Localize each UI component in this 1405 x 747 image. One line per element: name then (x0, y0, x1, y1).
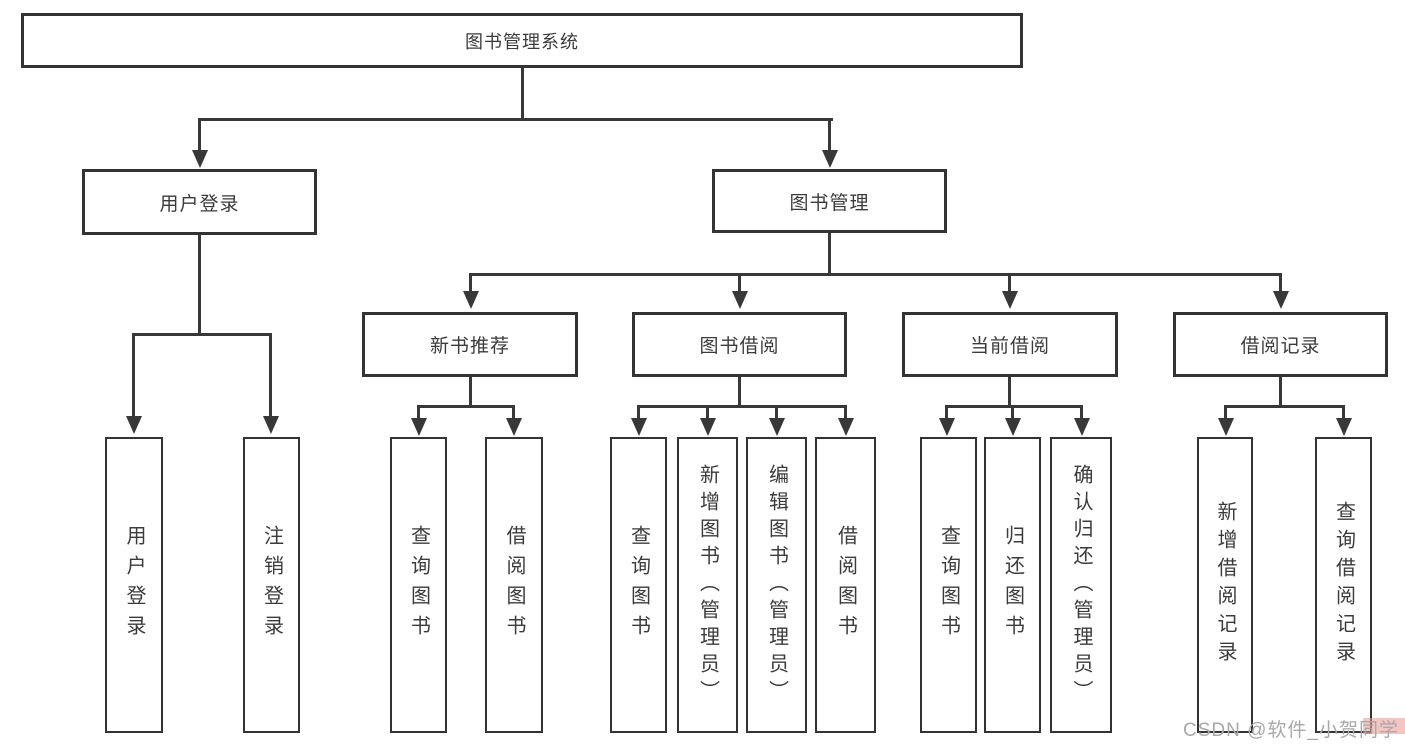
connector-bb-stem (738, 377, 741, 405)
leaf-logout: 注销登录 (243, 437, 300, 733)
node-current-borrowing: 当前借阅 (902, 312, 1118, 377)
arrow-down-icon (1074, 418, 1090, 436)
arrow-down-icon (838, 418, 854, 436)
node-library-management-system: 图书管理系统 (21, 13, 1023, 68)
connector-cb-leaf2 (1011, 408, 1014, 419)
leaf-br-add-record: 新增借阅记录 (1197, 437, 1253, 733)
connector-bb-leaf4 (844, 408, 847, 419)
arrow-down-icon (411, 418, 427, 436)
connector-book-mgmt-stem (828, 233, 831, 273)
arrow-down-icon (700, 418, 716, 436)
arrow-down-icon (126, 416, 142, 434)
arrow-down-icon (463, 291, 479, 309)
leaf-nb-borrow-books: 借阅图书 (485, 437, 543, 733)
arrow-down-icon (192, 150, 208, 168)
connector-nb-stem (469, 377, 472, 405)
connector-to-borrow-record (1279, 276, 1282, 292)
connector-bb-leaf1 (637, 408, 640, 419)
arrow-down-icon (732, 291, 748, 309)
leaf-bb-query-books: 查询图书 (610, 437, 667, 733)
connector-root-stem (521, 68, 524, 118)
connector-user-login-bus (132, 333, 272, 336)
connector-to-current-borrow (1008, 276, 1011, 292)
connector-br-bus (1224, 405, 1345, 408)
connector-nb-bus (417, 405, 515, 408)
arrow-down-icon (1273, 291, 1289, 309)
arrow-down-icon (1002, 291, 1018, 309)
leaf-br-query-record: 查询借阅记录 (1315, 437, 1372, 733)
leaf-bb-borrow-books: 借阅图书 (815, 437, 876, 733)
connector-level3-bus (469, 273, 1282, 276)
leaf-cb-confirm-return-admin: 确认归还（管理员） (1050, 437, 1112, 733)
node-book-borrowing: 图书借阅 (632, 312, 847, 377)
node-borrowing-records: 借阅记录 (1173, 312, 1388, 377)
connector-to-book-management (828, 121, 831, 151)
leaf-cb-query-books: 查询图书 (920, 437, 977, 733)
csdn-watermark: CSDN @软件_小贺同学 (1183, 720, 1399, 741)
connector-br-leaf2 (1342, 408, 1345, 419)
arrow-down-icon (1005, 418, 1021, 436)
connector-to-leaf-user-login (132, 336, 135, 416)
node-user-login: 用户登录 (82, 169, 317, 235)
arrow-down-icon (1218, 418, 1234, 436)
connector-nb-leaf1 (417, 408, 420, 419)
connector-br-stem (1279, 377, 1282, 405)
connector-cb-leaf1 (945, 408, 948, 419)
leaf-bb-edit-books-admin: 编辑图书（管理员） (746, 437, 807, 733)
connector-user-login-stem (198, 235, 201, 333)
arrow-down-icon (769, 418, 785, 436)
connector-nb-leaf2 (512, 408, 515, 419)
connector-to-new-book (469, 276, 472, 292)
connector-bb-leaf3 (775, 408, 778, 419)
leaf-cb-return-books: 归还图书 (984, 437, 1041, 733)
connector-bb-leaf2 (706, 408, 709, 419)
watermark-highlight (1363, 718, 1405, 734)
arrow-down-icon (939, 418, 955, 436)
node-new-book-recommendation: 新书推荐 (362, 312, 578, 377)
connector-cb-leaf3 (1080, 408, 1083, 419)
connector-cb-stem (1008, 377, 1011, 405)
arrow-down-icon (263, 416, 279, 434)
connector-to-leaf-logout (269, 336, 272, 416)
arrow-down-icon (822, 150, 838, 168)
connector-to-user-login (198, 121, 201, 151)
connector-cb-bus (945, 405, 1083, 408)
connector-to-book-borrow (738, 276, 741, 292)
connector-br-leaf1 (1224, 408, 1227, 419)
arrow-down-icon (506, 418, 522, 436)
leaf-user-login: 用户登录 (105, 437, 163, 733)
leaf-nb-query-books: 查询图书 (390, 437, 447, 733)
arrow-down-icon (631, 418, 647, 436)
node-book-management: 图书管理 (712, 169, 947, 233)
connector-bb-bus (637, 405, 847, 408)
connector-level1-bus (198, 118, 833, 121)
leaf-bb-add-books-admin: 新增图书（管理员） (677, 437, 738, 733)
arrow-down-icon (1336, 418, 1352, 436)
